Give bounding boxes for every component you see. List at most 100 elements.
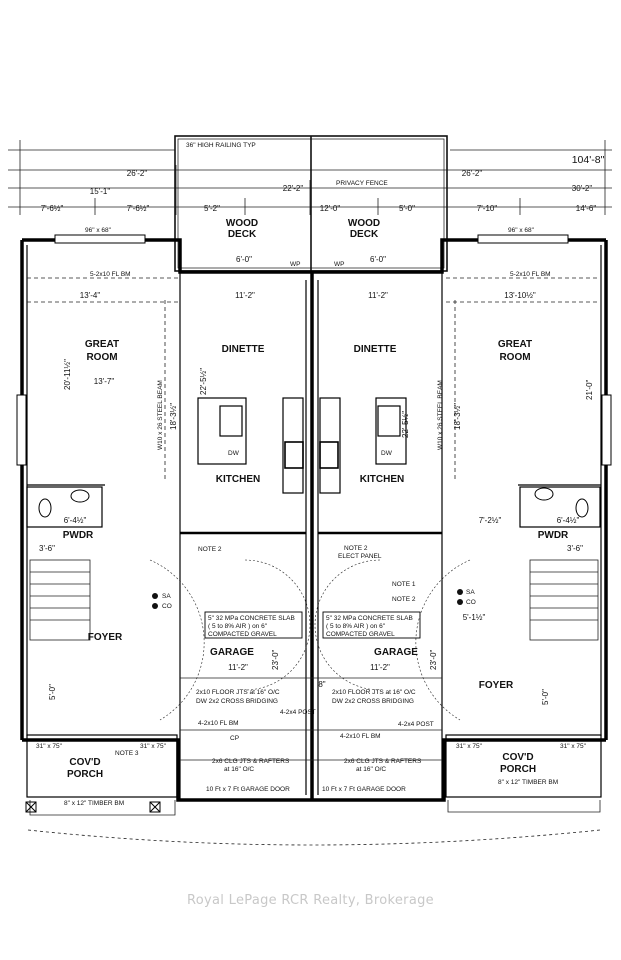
wp-right: WP xyxy=(334,261,344,268)
garage-door-right: 10 Ft x 7 Ft GARAGE DOOR xyxy=(322,786,406,793)
steel-beam-right: W10 x 26 STEEL BEAM xyxy=(437,380,444,450)
beams xyxy=(27,277,600,480)
elect-panel-note: ELECT PANEL xyxy=(338,553,382,560)
gr-right-width: 13'-10½" xyxy=(504,291,536,300)
deck-12-dim: 12'-0" xyxy=(320,204,341,213)
pwdr-left-width: 6'-4½" xyxy=(64,516,87,525)
stair-left-dim: 3'-6" xyxy=(39,544,55,553)
foyer-left-label: FOYER xyxy=(88,632,123,643)
detector-symbols xyxy=(152,589,463,609)
right-30-dim: 30'-2" xyxy=(572,184,593,193)
gr-right-height: 21'-0" xyxy=(585,379,594,400)
post-right: 4-2x4 POST xyxy=(398,721,434,728)
porch-right-window-2: 31" x 75" xyxy=(560,743,587,750)
wood-deck-right-label: WOOD xyxy=(348,218,380,229)
porch-right-window: 31" x 75" xyxy=(456,743,483,750)
clg-oc-right: at 16" O/C xyxy=(356,766,386,773)
slab-right-2: ( 5 to 8% AIR ) on 6" xyxy=(326,623,386,630)
gr-left-width-2: 13'-7" xyxy=(94,377,115,386)
slab-left-2: ( 5 to 8% AIR ) on 6" xyxy=(208,623,268,630)
window-left-note: 96" x 68" xyxy=(85,227,112,234)
deck-6-right: 6'-0" xyxy=(370,255,386,264)
clg-oc-left: at 16" O/C xyxy=(224,766,254,773)
wood-deck-right-label-2: DECK xyxy=(350,229,379,240)
steel-beam-left: W10 x 26 STEEL BEAM xyxy=(157,380,164,450)
left-7b-dim: 7'-6½" xyxy=(127,204,150,213)
bridging-right: DW 2x2 CROSS BRIDGING xyxy=(332,698,414,705)
foyer-right-height: 5'-0" xyxy=(541,689,550,705)
small-8-dim: 8" xyxy=(318,680,325,689)
co-right: CO xyxy=(466,599,476,606)
door-swings xyxy=(149,559,471,721)
left-width-dim: 26'-2" xyxy=(127,169,148,178)
beam-left-note: 5-2x10 FL BM xyxy=(90,271,131,278)
dinette-right-label: DINETTE xyxy=(354,344,397,355)
wood-deck-left-label: WOOD xyxy=(226,218,258,229)
sa-right: SA xyxy=(466,589,475,596)
porch-right-label-2: PORCH xyxy=(500,764,536,775)
inner-wall-lines xyxy=(26,245,602,800)
railing-note: 36" HIGH RAILING TYP xyxy=(186,142,256,149)
clg-jts-left: 2x6 CLG JTS & RAFTERS xyxy=(212,758,290,765)
porch-right-label: COV'D xyxy=(502,752,533,763)
timber-bm-right: 8" x 12" TIMBER BM xyxy=(498,779,558,786)
post-left: 4-2x4 POST xyxy=(280,709,316,716)
right-7-dim: 7'-10" xyxy=(477,204,498,213)
gr-left-height: 20'-11½" xyxy=(63,359,72,390)
wood-deck-left-label-2: DECK xyxy=(228,229,257,240)
note3-left: NOTE 3 xyxy=(115,750,139,757)
great-room-right-label: GREAT xyxy=(498,339,532,350)
garage-right-height: 23'-0" xyxy=(429,649,438,670)
garage-left-height: 23'-0" xyxy=(271,649,280,670)
right-14-dim: 14'-6" xyxy=(576,204,597,213)
center-22-dim: 22'-2" xyxy=(283,184,304,193)
dinette-left-height-2: 18'-3½" xyxy=(169,403,178,430)
note1-right: NOTE 1 xyxy=(392,581,416,588)
garage-door-left: 10 Ft x 7 Ft GARAGE DOOR xyxy=(206,786,290,793)
floor-joists-right: 2x10 FLOOR JTS at 16" O/C xyxy=(332,689,416,696)
stair-right-dim: 3'-6" xyxy=(567,544,583,553)
foyer-left-height: 5'-0" xyxy=(48,684,57,700)
windows xyxy=(16,234,612,466)
pwdr-right-width-2: 7'-2½" xyxy=(479,516,502,525)
window-right-note: 96" x 68" xyxy=(508,227,535,234)
clg-jts-right: 2x6 CLG JTS & RAFTERS xyxy=(344,758,422,765)
co-left: CO xyxy=(162,603,172,610)
porch-left-label: COV'D xyxy=(69,757,100,768)
slab-left-3: COMPACTED GRAVEL xyxy=(208,631,277,638)
foyer-right-dim: 5'-1½" xyxy=(463,613,486,622)
privacy-fence-note: PRIVACY FENCE xyxy=(336,180,388,187)
pwdr-right-label: PWDR xyxy=(538,530,569,541)
right-width-dim: 26'-2" xyxy=(462,169,483,178)
slab-right-1: 5" 32 MPa CONCRETE SLAB xyxy=(326,615,413,622)
porch-left-label-2: PORCH xyxy=(67,769,103,780)
cp-label: CP xyxy=(230,735,239,742)
deck-5-dim: 5'-2" xyxy=(204,204,220,213)
timber-bm-left: 8" x 12" TIMBER BM xyxy=(64,800,124,807)
slab-left-1: 5" 32 MPa CONCRETE SLAB xyxy=(208,615,295,622)
dw-right: DW xyxy=(381,450,393,457)
kitchen-right-label: KITCHEN xyxy=(360,474,404,485)
wp-left: WP xyxy=(290,261,300,268)
porch-left-window: 31" x 75" xyxy=(36,743,63,750)
great-room-right-label-2: ROOM xyxy=(499,352,530,363)
slab-right-3: COMPACTED GRAVEL xyxy=(326,631,395,638)
floor-joists-left: 2x10 FLOOR JTS at 16" O/C xyxy=(196,689,280,696)
watermark: Royal LePage RCR Realty, Brokerage xyxy=(187,893,434,908)
kitchen-islands xyxy=(197,397,407,494)
dinette-left-height: 22'-5½" xyxy=(199,368,208,395)
garage-left-label: GARAGE xyxy=(210,647,254,658)
pwdr-fixtures xyxy=(38,487,589,518)
left-15-dim: 15'-1" xyxy=(90,187,111,196)
top-dimension-lines xyxy=(8,140,612,215)
dinette-right-width: 11'-2" xyxy=(368,291,388,300)
dinette-right-height-2: 18'-3½" xyxy=(453,403,462,430)
dinette-left-label: DINETTE xyxy=(222,344,265,355)
foyer-right-label: FOYER xyxy=(479,680,514,691)
garage-right-label: GARAGE xyxy=(374,647,418,658)
exterior-walls xyxy=(20,238,608,802)
note2-left: NOTE 2 xyxy=(198,546,222,553)
dw-left: DW xyxy=(228,450,240,457)
corner-marks xyxy=(25,801,161,813)
